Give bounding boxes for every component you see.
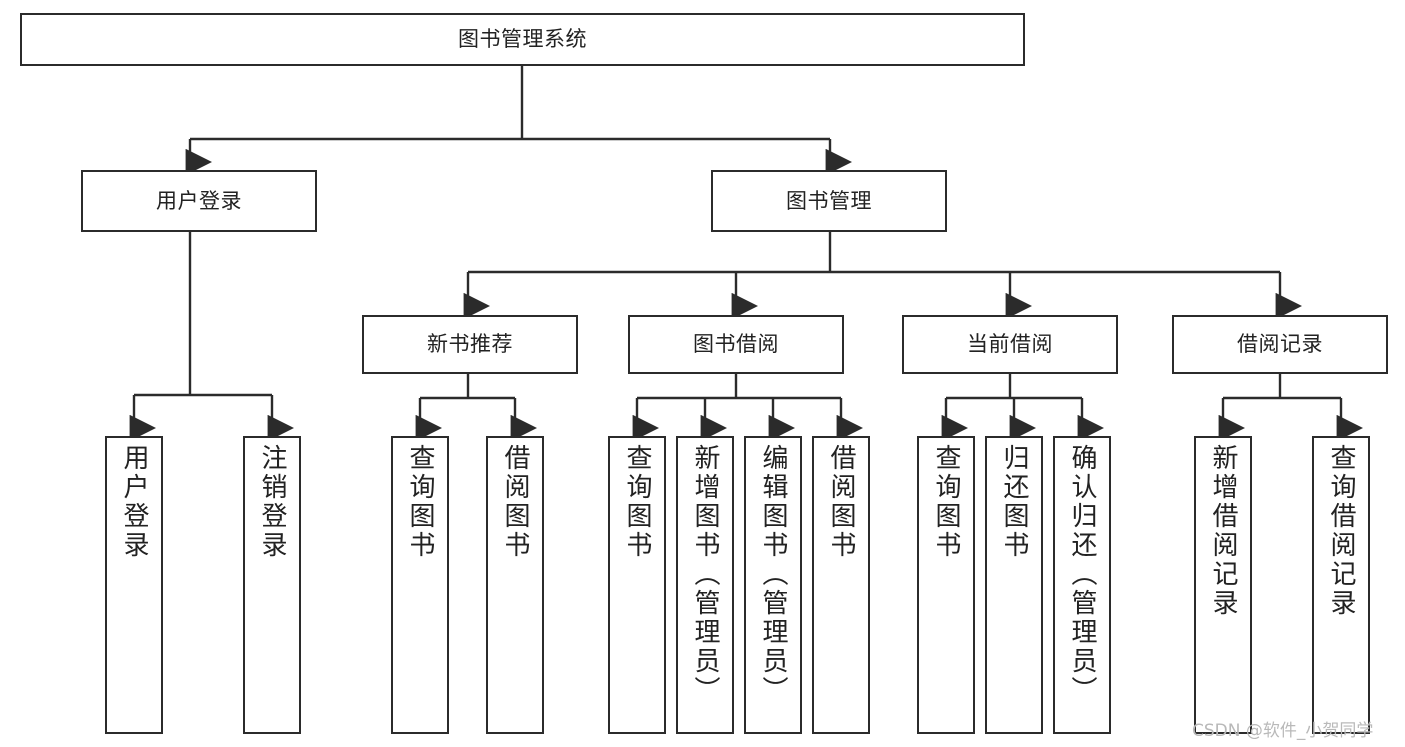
node-leaf-return-book-label: 归还图书 <box>999 444 1029 560</box>
node-new-book-recommend[interactable]: 新书推荐 <box>362 315 578 374</box>
node-root[interactable]: 图书管理系统 <box>20 13 1025 66</box>
node-leaf-query-book-1[interactable]: 查询图书 <box>391 436 449 734</box>
node-user-login[interactable]: 用户登录 <box>81 170 317 232</box>
node-leaf-add-record[interactable]: 新增借阅记录 <box>1194 436 1252 734</box>
node-leaf-add-book[interactable]: 新增图书（管理员） <box>676 436 734 734</box>
node-leaf-query-record-label: 查询借阅记录 <box>1326 444 1356 618</box>
node-leaf-user-logout[interactable]: 注销登录 <box>243 436 301 734</box>
node-new-book-recommend-label: 新书推荐 <box>427 332 513 356</box>
node-current-borrow[interactable]: 当前借阅 <box>902 315 1118 374</box>
node-leaf-query-book-3-label: 查询图书 <box>931 444 961 560</box>
node-user-login-label: 用户登录 <box>156 188 242 213</box>
node-current-borrow-label: 当前借阅 <box>967 332 1053 356</box>
node-borrow-record[interactable]: 借阅记录 <box>1172 315 1388 374</box>
node-leaf-borrow-book-2[interactable]: 借阅图书 <box>812 436 870 734</box>
node-leaf-user-login-label: 用户登录 <box>119 444 149 560</box>
node-book-management[interactable]: 图书管理 <box>711 170 947 232</box>
node-leaf-confirm-return-label: 确认归还（管理员） <box>1067 444 1097 705</box>
node-leaf-query-book-1-label: 查询图书 <box>405 444 435 560</box>
node-leaf-query-book-2-label: 查询图书 <box>622 444 652 560</box>
node-leaf-borrow-book-1[interactable]: 借阅图书 <box>486 436 544 734</box>
node-leaf-user-logout-label: 注销登录 <box>257 444 287 560</box>
node-leaf-return-book[interactable]: 归还图书 <box>985 436 1043 734</box>
node-leaf-borrow-book-2-label: 借阅图书 <box>826 444 856 560</box>
node-leaf-query-record[interactable]: 查询借阅记录 <box>1312 436 1370 734</box>
node-leaf-edit-book-label: 编辑图书（管理员） <box>758 444 788 705</box>
node-book-borrow-label: 图书借阅 <box>693 332 779 356</box>
node-book-borrow[interactable]: 图书借阅 <box>628 315 844 374</box>
node-leaf-query-book-2[interactable]: 查询图书 <box>608 436 666 734</box>
node-leaf-confirm-return[interactable]: 确认归还（管理员） <box>1053 436 1111 734</box>
node-leaf-query-book-3[interactable]: 查询图书 <box>917 436 975 734</box>
watermark-text: CSDN @软件_小贺同学 <box>1192 721 1374 741</box>
node-borrow-record-label: 借阅记录 <box>1237 332 1323 356</box>
node-leaf-edit-book[interactable]: 编辑图书（管理员） <box>744 436 802 734</box>
node-leaf-add-book-label: 新增图书（管理员） <box>690 444 720 705</box>
node-root-label: 图书管理系统 <box>458 27 587 51</box>
node-leaf-borrow-book-1-label: 借阅图书 <box>500 444 530 560</box>
node-leaf-add-record-label: 新增借阅记录 <box>1208 444 1238 618</box>
node-leaf-user-login[interactable]: 用户登录 <box>105 436 163 734</box>
node-book-management-label: 图书管理 <box>786 188 872 213</box>
